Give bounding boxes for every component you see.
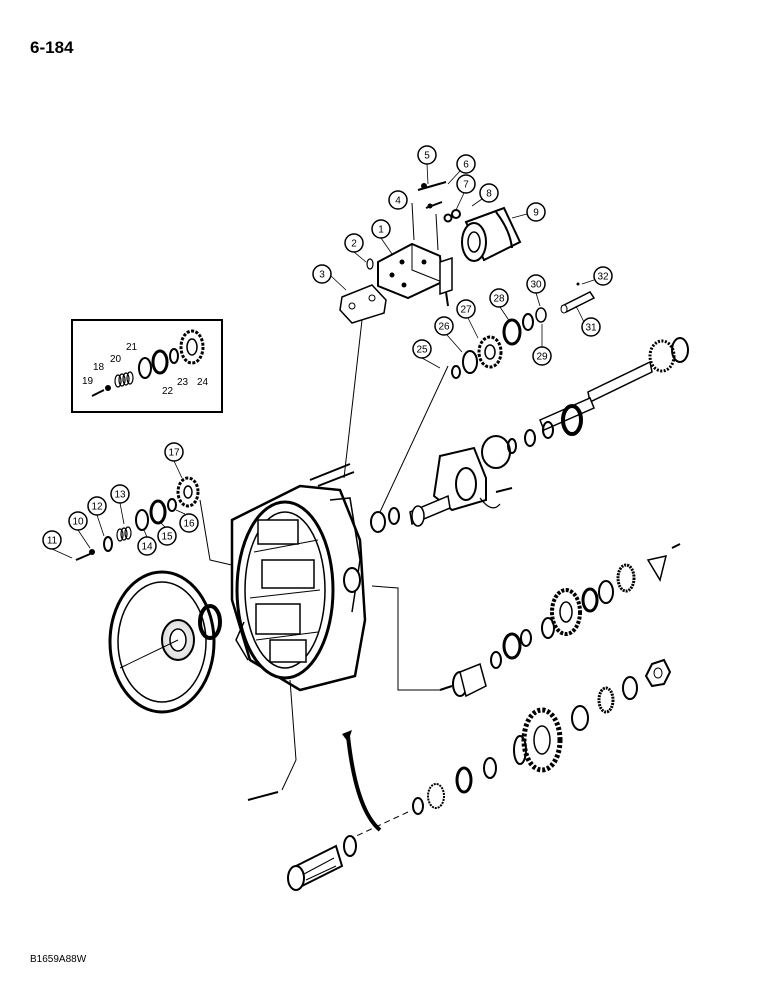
svg-text:25: 25 xyxy=(416,345,428,356)
svg-text:31: 31 xyxy=(585,323,597,334)
callout-15: 15 xyxy=(157,526,177,546)
callout-29: 29 xyxy=(532,346,552,366)
svg-text:8: 8 xyxy=(486,189,492,200)
transmission-housing xyxy=(230,319,367,791)
svg-text:28: 28 xyxy=(493,294,505,305)
label-19: 19 xyxy=(82,376,94,387)
svg-text:17: 17 xyxy=(168,448,180,459)
svg-text:16: 16 xyxy=(183,519,195,530)
svg-text:10: 10 xyxy=(72,517,84,528)
svg-text:9: 9 xyxy=(533,208,539,219)
svg-text:26: 26 xyxy=(438,322,450,333)
callout-14: 14 xyxy=(137,536,157,556)
callout-4: 4 xyxy=(388,190,408,210)
svg-text:6: 6 xyxy=(463,160,469,171)
svg-text:1: 1 xyxy=(378,225,384,236)
lower-gear-group xyxy=(247,658,672,891)
page-number: 6-184 xyxy=(30,38,74,57)
svg-text:5: 5 xyxy=(424,151,430,162)
label-24: 24 xyxy=(197,377,209,388)
left-gear-group xyxy=(75,476,237,567)
svg-text:2: 2 xyxy=(351,239,357,250)
callout-9: 9 xyxy=(526,202,546,222)
callout-28: 28 xyxy=(489,288,509,308)
pump-assembly xyxy=(339,181,522,324)
callout-12: 12 xyxy=(87,496,107,516)
callouts: 1 2 3 4 5 6 7 8 9 10 11 12 13 14 15 16 1… xyxy=(42,145,613,556)
svg-text:14: 14 xyxy=(141,542,153,553)
callout-25: 25 xyxy=(412,339,432,359)
svg-text:7: 7 xyxy=(463,180,469,191)
callout-3: 3 xyxy=(312,264,332,284)
callout-30: 30 xyxy=(526,274,546,294)
svg-text:13: 13 xyxy=(114,490,126,501)
svg-text:11: 11 xyxy=(47,536,58,547)
inset-box xyxy=(71,319,223,413)
callout-1: 1 xyxy=(371,219,391,239)
middle-shaft-group xyxy=(371,543,681,698)
callout-32: 32 xyxy=(593,266,613,286)
callout-6: 6 xyxy=(456,154,476,174)
label-18: 18 xyxy=(93,362,105,373)
svg-text:30: 30 xyxy=(530,280,542,291)
callout-31: 31 xyxy=(581,317,601,337)
callout-11: 11 xyxy=(42,530,62,550)
callout-leaders xyxy=(51,163,595,559)
callout-27: 27 xyxy=(456,299,476,319)
drive-cover xyxy=(108,570,222,714)
inset-labels: 19 18 20 21 22 23 24 xyxy=(82,342,209,397)
label-22: 22 xyxy=(162,386,174,397)
label-20: 20 xyxy=(110,354,122,365)
callout-26: 26 xyxy=(434,316,454,336)
upper-shaft-group xyxy=(370,282,689,533)
label-23: 23 xyxy=(177,377,189,388)
callout-5: 5 xyxy=(417,145,437,165)
callout-7: 7 xyxy=(456,174,476,194)
svg-text:4: 4 xyxy=(395,196,401,207)
svg-text:3: 3 xyxy=(319,270,325,281)
callout-2: 2 xyxy=(344,233,364,253)
svg-text:27: 27 xyxy=(460,305,472,316)
svg-text:12: 12 xyxy=(91,502,103,513)
callout-13: 13 xyxy=(110,484,130,504)
label-21: 21 xyxy=(126,342,138,353)
callout-17: 17 xyxy=(164,442,184,462)
svg-text:32: 32 xyxy=(597,272,609,283)
callout-10: 10 xyxy=(68,511,88,531)
figure-code: B1659A88W xyxy=(30,954,87,965)
callout-8: 8 xyxy=(479,183,499,203)
svg-text:15: 15 xyxy=(161,532,173,543)
callout-16: 16 xyxy=(179,513,199,533)
svg-text:29: 29 xyxy=(536,352,548,363)
